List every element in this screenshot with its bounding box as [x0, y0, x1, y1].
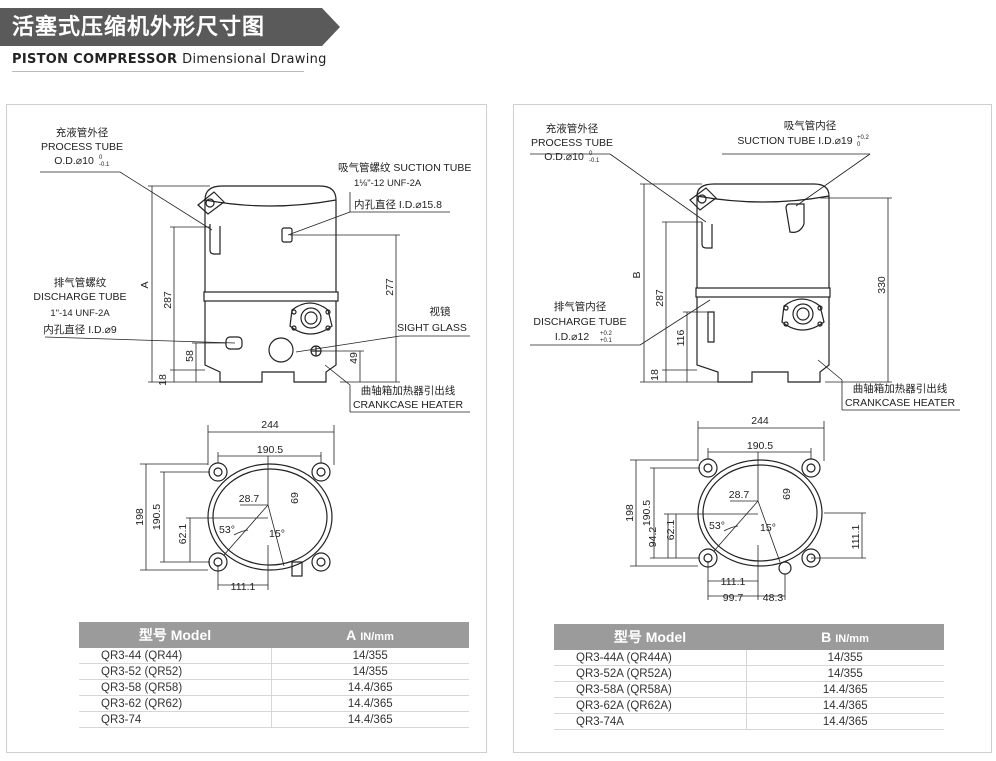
subtitle-underline — [12, 71, 304, 72]
right-unit: IN/mm — [835, 633, 869, 645]
value-cell: 14/355 — [270, 648, 469, 664]
right-model-header: 型号 Model — [554, 624, 746, 650]
table-row: QR3-52A (QR52A)14/355 — [554, 665, 944, 682]
value-cell: 14/355 — [745, 665, 944, 682]
table-row: QR3-62 (QR62)14.4/365 — [79, 695, 469, 712]
model-cell: QR3-52 (QR52) — [79, 663, 271, 680]
title-banner — [0, 8, 340, 46]
value-cell: 14.4/365 — [745, 681, 944, 698]
model-cell: QR3-58A (QR58A) — [554, 681, 746, 698]
page-subtitle: PISTON COMPRESSOR Dimensional Drawing — [12, 52, 327, 67]
table-row: QR3-58A (QR58A)14.4/365 — [554, 681, 944, 698]
model-cell: QR3-74 — [79, 711, 271, 728]
value-cell: 14/355 — [745, 650, 944, 666]
subtitle-bold: PISTON COMPRESSOR — [12, 52, 178, 67]
table-row: QR3-44 (QR44)14/355 — [79, 648, 469, 664]
value-cell: 14.4/365 — [745, 713, 944, 730]
table-row: QR3-62A (QR62A)14.4/365 — [554, 697, 944, 714]
left-model-header: 型号 Model — [79, 622, 271, 648]
table-row: QR3-58 (QR58)14.4/365 — [79, 679, 469, 696]
model-cell: QR3-58 (QR58) — [79, 679, 271, 696]
subtitle-rest: Dimensional Drawing — [182, 52, 327, 67]
model-cell: QR3-52A (QR52A) — [554, 665, 746, 682]
model-cell: QR3-62A (QR62A) — [554, 697, 746, 714]
value-cell: 14.4/365 — [270, 711, 469, 728]
value-cell: 14.4/365 — [270, 679, 469, 696]
value-cell: 14.4/365 — [270, 695, 469, 712]
page-title: 活塞式压缩机外形尺寸图 — [12, 15, 266, 40]
value-cell: 14/355 — [270, 663, 469, 680]
table-row: QR3-52 (QR52)14/355 — [79, 663, 469, 680]
model-cell: QR3-62 (QR62) — [79, 695, 271, 712]
model-cell: QR3-44A (QR44A) — [554, 650, 746, 666]
model-cell: QR3-74A — [554, 713, 746, 730]
value-cell: 14.4/365 — [745, 697, 944, 714]
right-value-letter: B — [821, 629, 832, 645]
table-row: QR3-44A (QR44A)14/355 — [554, 650, 944, 666]
model-cell: QR3-44 (QR44) — [79, 648, 271, 664]
left-value-letter: A — [346, 627, 357, 643]
left-unit: IN/mm — [360, 631, 394, 643]
